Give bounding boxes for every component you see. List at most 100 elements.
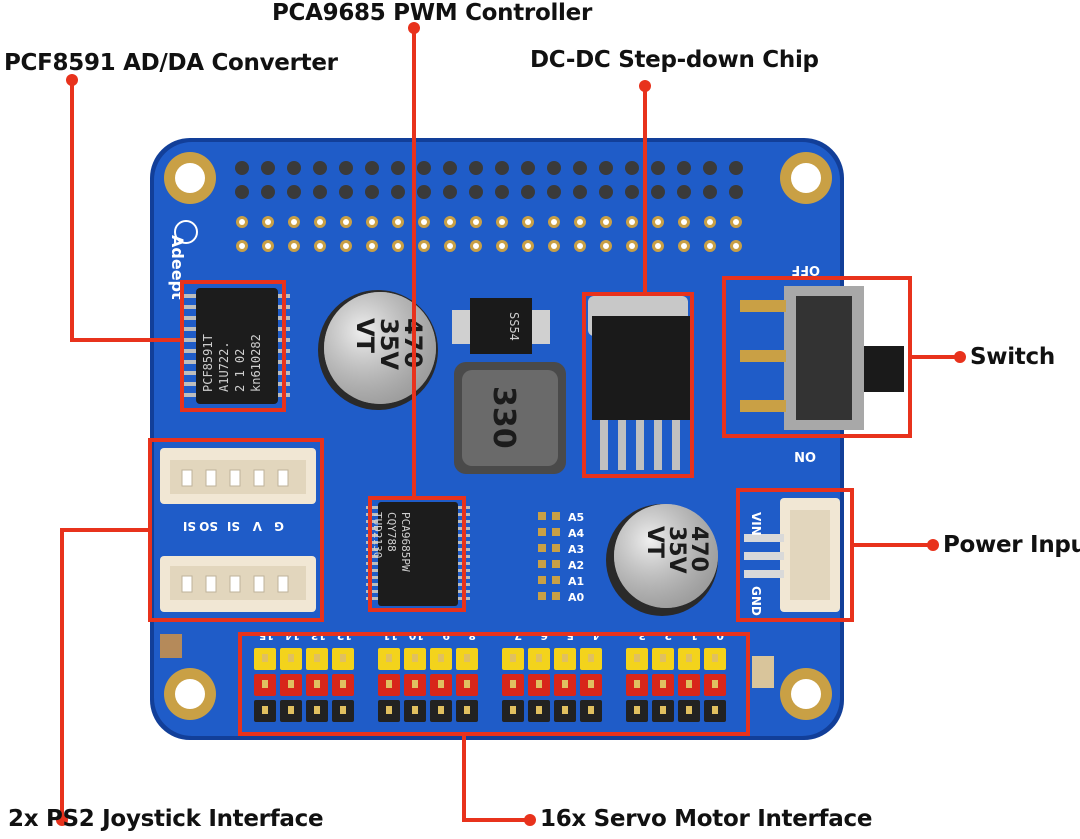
servo-pin-tip [588, 654, 594, 662]
servo-pin-tip [314, 706, 320, 714]
gpio-hole-center [551, 219, 557, 225]
joystick-pin [253, 575, 265, 593]
addr-pad [538, 512, 546, 520]
gpio-hole-center [317, 219, 323, 225]
joystick-pin [181, 469, 193, 487]
joystick-pin-label: G [274, 519, 284, 533]
gpio-hole-center [343, 243, 349, 249]
servo-pin-tip [262, 654, 268, 662]
label-power-input: Power Input [943, 532, 1080, 558]
servo-pin-tip [412, 706, 418, 714]
cap-bottom-series: VT [642, 526, 667, 558]
gpio-hole-center [733, 219, 739, 225]
pca-pin [366, 576, 380, 579]
gpio-pin [391, 161, 405, 175]
servo-pin-tip [562, 680, 568, 688]
gpio-pin [469, 185, 483, 199]
gpio-hole-center [707, 219, 713, 225]
gpio-hole-center [707, 243, 713, 249]
pcf-pin [184, 294, 198, 298]
box-servo [238, 632, 750, 736]
addr-label: A1 [568, 575, 584, 588]
servo-pin-tip [562, 654, 568, 662]
joystick-pin-label: V [252, 519, 262, 533]
switch-on-label: ON [794, 448, 816, 463]
leader-dots [56, 22, 966, 826]
addr-pad [552, 592, 560, 600]
gpio-hole-center [395, 243, 401, 249]
gpio-pin [625, 161, 639, 175]
pca-pin [366, 506, 380, 509]
servo-pin-tip [438, 706, 444, 714]
servo-pin-tip [510, 706, 516, 714]
pca-pin [366, 583, 380, 586]
power-input-connector: VIN GND [744, 498, 840, 616]
cap-bottom-voltage: 35V [664, 526, 689, 574]
servo-pin-tip [634, 706, 640, 714]
switch-off-label: OFF [791, 262, 820, 277]
gpio-pin [495, 185, 509, 199]
gpio-pin [313, 185, 327, 199]
servo-pin-tip [464, 654, 470, 662]
servo-pin-tip [712, 654, 718, 662]
gpio-pin [573, 161, 587, 175]
addr-label: A2 [568, 559, 584, 572]
gpio-hole-center [473, 243, 479, 249]
gpio-hole-center [551, 243, 557, 249]
electrolytic-capacitor-top: 470 35V VT [318, 290, 438, 410]
servo-pin-tip [340, 680, 346, 688]
box-dcdc [582, 292, 694, 478]
servo-pin-tip [412, 680, 418, 688]
gpio-hole-center [655, 219, 661, 225]
pca-pin [366, 520, 380, 523]
dcdc-leg [672, 420, 680, 470]
slide-switch: OFF ON [740, 262, 904, 463]
gpio-hole-center [629, 243, 635, 249]
gpio-header [235, 161, 743, 252]
gpio-hole-center [395, 219, 401, 225]
servo-pin-tip [464, 706, 470, 714]
gnd-label: GND [749, 586, 763, 616]
gpio-pin [261, 161, 275, 175]
pca-pin [366, 513, 380, 516]
schottky-diode: SS54 [452, 298, 550, 354]
pca-pin [366, 597, 380, 600]
servo-pin-tip [340, 706, 346, 714]
gpio-pin [703, 161, 717, 175]
servo-pin-tip [536, 706, 542, 714]
gpio-pin [287, 161, 301, 175]
joystick-pin-label: SO [199, 519, 218, 533]
pca-chip-line-2: CQY788 [385, 512, 398, 552]
servo-pin-tip [288, 680, 294, 688]
gpio-hole-center [265, 219, 271, 225]
cap-bottom-value: 470 [686, 526, 711, 572]
servo-pin-tip [686, 706, 692, 714]
addr-pad [552, 544, 560, 552]
gpio-hole-center [681, 243, 687, 249]
gpio-pin [729, 161, 743, 175]
servo-pin-tip [438, 654, 444, 662]
gpio-hole-center [577, 243, 583, 249]
pca-pin [366, 541, 380, 544]
servo-pin-tip [464, 680, 470, 688]
addr-pad [538, 576, 546, 584]
gpio-pin [521, 161, 535, 175]
gpio-pin [599, 185, 613, 199]
gpio-hole-center [603, 219, 609, 225]
addr-pad [538, 528, 546, 536]
gpio-pin [365, 161, 379, 175]
gpio-pin [443, 185, 457, 199]
servo-pin-tip [386, 706, 392, 714]
servo-pin-tip [686, 654, 692, 662]
gpio-hole-center [655, 243, 661, 249]
gpio-pin [651, 161, 665, 175]
servo-pin-tip [288, 706, 294, 714]
leader-lines [60, 28, 960, 822]
pca-pin [366, 534, 380, 537]
addr-label: A5 [568, 511, 584, 524]
gpio-hole-center [681, 219, 687, 225]
box-pca9685 [368, 496, 466, 612]
gpio-pin [625, 185, 639, 199]
power-inductor: 330 [454, 362, 566, 474]
